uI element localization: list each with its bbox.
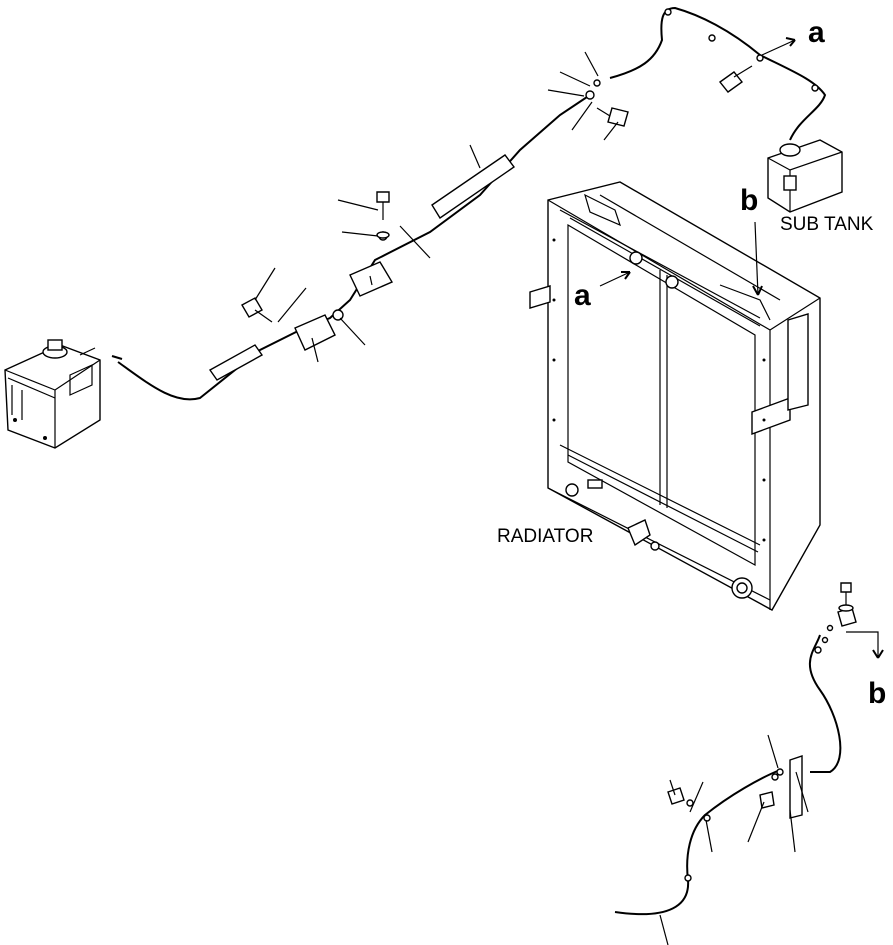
- ref-b-bottom-label: b: [868, 677, 886, 710]
- bolt-clamp-top: [596, 107, 629, 127]
- sub-tank-label: SUB TANK: [780, 214, 874, 235]
- radiator: [529, 181, 821, 611]
- radiator-label: RADIATOR: [497, 526, 593, 547]
- reservoir-tank: [4, 339, 101, 449]
- overflow-hose: [111, 79, 601, 401]
- ref-a-top-label: a: [808, 16, 825, 49]
- drain-hose-assembly: [614, 582, 884, 945]
- ref-a-radiator-label: a: [574, 279, 591, 312]
- leader-lines-left: [254, 51, 619, 363]
- sub-tank: [767, 139, 843, 213]
- ref-b-radiator-label: b: [740, 184, 758, 217]
- bolt-clamp-mid: [376, 191, 390, 239]
- bolt-clamp-left: [241, 297, 273, 323]
- sub-tank-hose: [609, 6, 827, 141]
